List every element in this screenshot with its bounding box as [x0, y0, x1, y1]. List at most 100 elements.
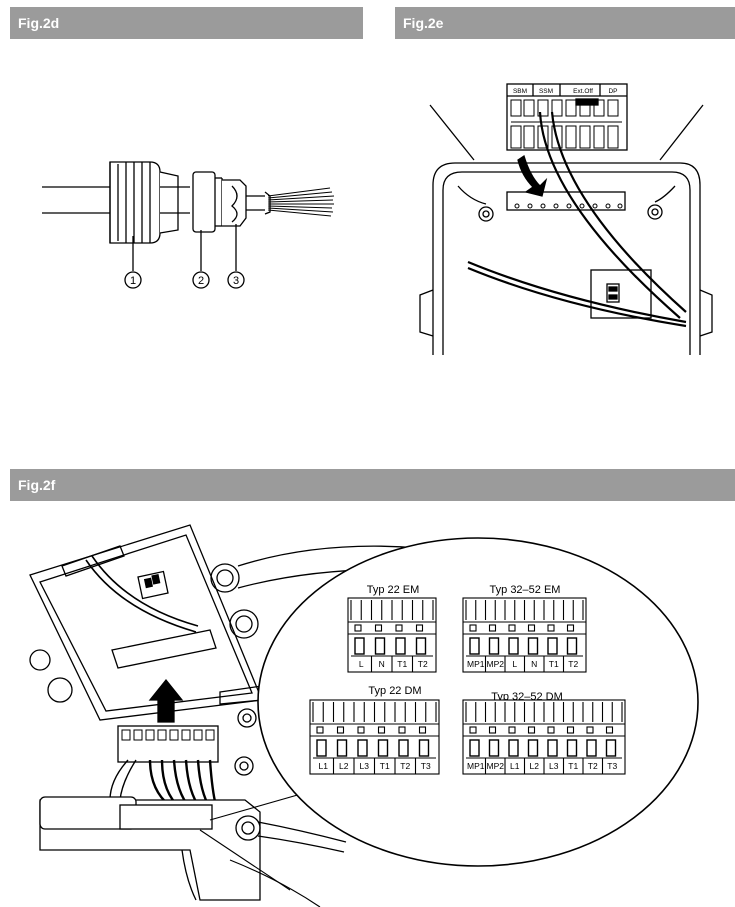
pin-label: T1: [568, 761, 578, 771]
pin-socket: [488, 637, 500, 655]
connector-title: Typ 22 DM: [368, 685, 421, 697]
insert-arrow: [517, 154, 548, 197]
pin-socket: [508, 637, 519, 655]
pin-label: L1: [319, 761, 329, 771]
pin-screw: [415, 624, 424, 632]
screw-right: [647, 204, 663, 220]
pin-screw: [566, 726, 575, 734]
pin-socket: [374, 637, 386, 655]
gland-clamp-part-3: [222, 179, 271, 227]
pin-label: L3: [360, 761, 370, 771]
label-ext-off: Ext.Off: [573, 88, 593, 95]
pin-screw: [377, 726, 386, 734]
lift-arrow: [148, 678, 184, 723]
fig-2f-title: Fig.2f: [18, 477, 56, 493]
pin-screw: [316, 726, 324, 734]
pin-label: T3: [421, 761, 431, 771]
pin-label: T2: [418, 659, 428, 669]
pin-label: T1: [549, 659, 559, 669]
callout-2: 2: [198, 275, 204, 287]
pin-label: L: [359, 659, 364, 669]
pin-label: N: [379, 659, 385, 669]
pin-screw: [357, 726, 365, 734]
gland-top: [210, 563, 240, 593]
fig-2e-header: Fig.2e: [395, 7, 735, 39]
pin-socket: [415, 637, 427, 655]
pin-label: L2: [339, 761, 349, 771]
fig-2f-header: Fig.2f: [10, 469, 735, 501]
pin-screw: [527, 726, 536, 734]
pin-socket: [586, 739, 597, 757]
pin-label: N: [531, 659, 537, 669]
pin-screw: [469, 624, 477, 632]
pin-socket: [354, 637, 365, 655]
pin-label: MP2: [487, 659, 505, 669]
pin-label: L2: [530, 761, 540, 771]
pin-label: L3: [549, 761, 559, 771]
label-ssm: SSM: [539, 88, 553, 95]
pin-socket: [527, 637, 539, 655]
label-dp: DP: [608, 88, 617, 95]
pin-screw: [547, 726, 555, 734]
pin-label: T2: [568, 659, 578, 669]
pin-label: T1: [397, 659, 407, 669]
callout-3: 3: [233, 275, 239, 287]
cables-2e: [467, 111, 687, 328]
callout-1: 1: [130, 275, 136, 287]
pin-socket: [336, 739, 348, 757]
pin-socket: [527, 739, 539, 757]
pin-screw: [566, 624, 575, 632]
terminal-socket-row: [506, 191, 626, 211]
pin-socket: [316, 739, 327, 757]
pin-screw: [418, 726, 427, 734]
fig-2d-header: Fig.2d: [10, 7, 363, 39]
pin-label: MP2: [487, 761, 505, 771]
pin-screw: [605, 726, 614, 734]
pin-screw: [374, 624, 383, 632]
pin-screw: [398, 726, 406, 734]
pin-socket: [377, 739, 389, 757]
pin-socket: [566, 739, 578, 757]
pin-screw: [488, 726, 497, 734]
pin-socket: [469, 739, 480, 757]
screw-left: [478, 206, 494, 222]
terminal-plug: [506, 83, 628, 151]
pin-label: MP1: [467, 659, 485, 669]
pin-label: T2: [588, 761, 598, 771]
pin-socket: [395, 637, 406, 655]
gland-middle: [229, 609, 259, 639]
pin-socket: [605, 739, 617, 757]
label-sbm: SBM: [513, 88, 527, 95]
connector-title: Typ 22 EM: [367, 584, 420, 596]
pin-screw: [508, 624, 516, 632]
pin-label: T2: [400, 761, 410, 771]
pin-socket: [566, 637, 578, 655]
pin-socket: [398, 739, 409, 757]
pin-screw: [469, 726, 477, 734]
gland-nut-part-1: [109, 161, 190, 244]
pin-screw: [547, 624, 555, 632]
pin-screw: [527, 624, 536, 632]
pin-label: T3: [607, 761, 617, 771]
connector-0: Typ 22 EM L N T1 T2: [347, 584, 437, 673]
pin-socket: [418, 739, 430, 757]
pin-screw: [354, 624, 362, 632]
wire-bundle: [267, 187, 335, 217]
pin-socket: [357, 739, 368, 757]
pin-label: MP1: [467, 761, 485, 771]
connector-title: Typ 32–52 EM: [490, 584, 561, 596]
pin-socket: [508, 739, 519, 757]
pin-socket: [488, 739, 500, 757]
pin-screw: [336, 726, 345, 734]
pin-screw: [395, 624, 403, 632]
pin-socket: [547, 739, 558, 757]
pin-label: L: [512, 659, 517, 669]
pin-socket: [469, 637, 480, 655]
fig-2e-title: Fig.2e: [403, 15, 444, 31]
